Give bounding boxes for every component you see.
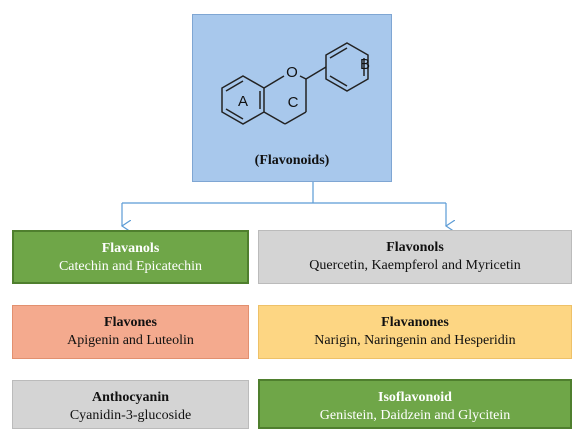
class-name: Flavanones	[381, 315, 449, 330]
class-examples: Apigenin and Luteolin	[67, 333, 194, 348]
ring-b-double-bond-1	[329, 47, 348, 59]
ring-c-label: C	[288, 94, 299, 111]
class-box-flavanones: Flavanones Narigin, Naringenin and Hespe…	[258, 305, 572, 359]
class-box-isoflavonoid: Isoflavonoid Genistein, Daidzein and Gly…	[258, 379, 572, 429]
c2-b-ring-bond	[305, 66, 327, 80]
class-box-flavones: Flavones Apigenin and Luteolin	[12, 305, 249, 359]
ring-a-double-bond-3	[225, 108, 244, 120]
ring-b-label: B	[360, 56, 370, 73]
ring-c-bond-o-right	[299, 75, 307, 80]
oxygen-label: O	[286, 64, 298, 81]
ring-c-bond-c4-ring	[263, 111, 286, 125]
flavonoid-structure-diagram: O A C B	[221, 42, 370, 125]
flavonoid-root-node: O A C B (Flavonoids)	[192, 14, 392, 182]
class-examples: Quercetin, Kaempferol and Myricetin	[309, 258, 521, 273]
root-title: (Flavonoids)	[254, 153, 330, 168]
class-box-flavanols: Flavanols Catechin and Epicatechin	[12, 230, 249, 284]
class-examples: Catechin and Epicatechin	[58, 259, 203, 274]
ring-b-hexagon	[325, 42, 369, 92]
class-box-anthocyanin: Anthocyanin Cyanidin-3-glucoside	[12, 380, 249, 429]
class-name: Flavones	[104, 315, 157, 330]
ring-b-double-bond-3	[329, 75, 348, 87]
class-name: Flavonols	[386, 240, 444, 255]
ring-a-double-bond-1	[225, 80, 244, 92]
class-name: Anthocyanin	[91, 390, 170, 405]
ring-a-label: A	[238, 93, 248, 110]
ring-c-bond-c3-c4	[284, 111, 307, 125]
class-examples: Genistein, Daidzein and Glycitein	[319, 408, 511, 423]
ring-c-bond-o-left	[263, 75, 285, 89]
class-examples: Cyanidin-3-glucoside	[69, 408, 192, 423]
class-name: Flavanols	[101, 241, 160, 256]
class-examples: Narigin, Naringenin and Hesperidin	[314, 333, 516, 348]
class-name: Isoflavonoid	[378, 390, 452, 405]
class-box-flavonols: Flavonols Quercetin, Kaempferol and Myri…	[258, 230, 572, 284]
